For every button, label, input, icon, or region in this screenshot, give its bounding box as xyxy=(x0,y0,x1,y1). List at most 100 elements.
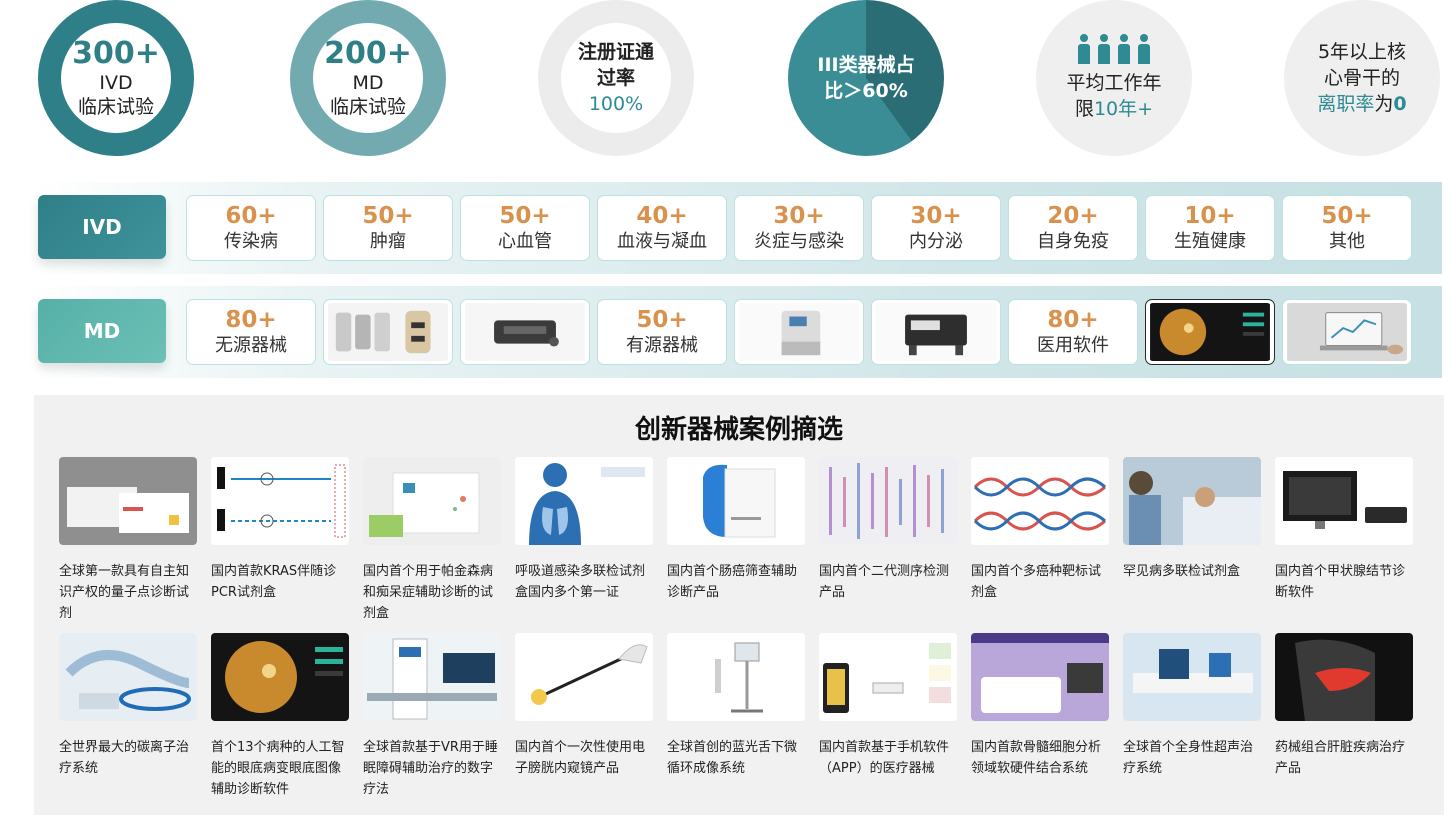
case-card: 国内首个二代测序检测产品 xyxy=(819,457,957,633)
stat-inner: 注册证通 过率 100% xyxy=(561,23,671,133)
stat-value: 离职率 xyxy=(1317,93,1375,115)
stat-value: 200+ xyxy=(324,36,412,71)
ivd-cell: 50+其他 xyxy=(1282,195,1412,261)
case-caption: 国内首个一次性使用电子膀胱内窥镜产品 xyxy=(515,740,646,776)
case-caption: 全世界最大的碳离子治疗系统 xyxy=(59,740,190,776)
md-cell: 80+无源器械 xyxy=(186,299,316,365)
case-grid: 全球第一款具有自主知识产权的量子点诊断试剂 国内首款KRAS伴随诊PCR试剂盒 … xyxy=(59,457,1419,809)
cell-count: 40+ xyxy=(636,202,688,229)
case-card: 国内首款骨髓细胞分析领域软硬件结合系统 xyxy=(971,633,1109,809)
stat-label: 限 xyxy=(1074,98,1094,120)
endoscope-image xyxy=(515,633,653,721)
stat-label: 比＞60% xyxy=(824,80,908,102)
ion-therapy-image xyxy=(59,633,197,721)
stat-turnover: 5年以上核 心骨干的 离职率为0 xyxy=(1284,0,1440,156)
ivd-cell: 20+自身免疫 xyxy=(1008,195,1138,261)
cell-count: 30+ xyxy=(773,202,825,229)
spine-implant-image xyxy=(328,303,448,361)
retina-software-image xyxy=(1150,303,1270,361)
case-card: 国内首款KRAS伴随诊PCR试剂盒 xyxy=(211,457,349,633)
cell-count: 50+ xyxy=(636,306,688,333)
kit-box-image xyxy=(363,457,501,545)
case-card: 全世界最大的碳离子治疗系统 xyxy=(59,633,197,809)
pcr-diagram-image xyxy=(211,457,349,545)
case-caption: 呼吸道感染多联检试剂盒国内多个第一证 xyxy=(515,564,646,600)
stat-label-line: 离职率为0 xyxy=(1317,91,1406,117)
medical-machine-image xyxy=(739,303,859,361)
stat-value: 0 xyxy=(1393,93,1407,115)
md-band: MD 80+无源器械 50+有源器械 xyxy=(30,286,1442,378)
case-caption: 国内首个甲状腺结节诊断软件 xyxy=(1275,564,1406,600)
stat-label: 注册证通 xyxy=(577,41,654,63)
cell-label: 血液与凝血 xyxy=(617,230,707,252)
ivd-cell: 30+内分泌 xyxy=(871,195,1001,261)
case-card: 药械组合肝脏疾病治疗产品 xyxy=(1275,633,1413,809)
case-card: 国内首个一次性使用电子膀胱内窥镜产品 xyxy=(515,633,653,809)
ivd-cell: 30+炎症与感染 xyxy=(734,195,864,261)
cell-label: 其他 xyxy=(1329,230,1365,252)
cell-label: 传染病 xyxy=(224,230,278,252)
people-icon xyxy=(1077,34,1151,64)
md-cell-image xyxy=(1282,299,1412,365)
md-cell: 80+医用软件 xyxy=(1008,299,1138,365)
cell-label: 无源器械 xyxy=(215,334,287,356)
liver-image xyxy=(1275,633,1413,721)
case-caption: 国内首款骨髓细胞分析领域软硬件结合系统 xyxy=(971,740,1102,776)
fundus-image xyxy=(211,633,349,721)
case-card: 全球首创的蓝光舌下微循环成像系统 xyxy=(667,633,805,809)
stat-class3-share: III类器械占 比＞60% xyxy=(788,0,944,156)
stat-ivd-trials: 300+ IVD 临床试验 xyxy=(38,0,194,156)
cell-label: 医用软件 xyxy=(1037,334,1109,356)
ivd-cell: 40+血液与凝血 xyxy=(597,195,727,261)
case-card: 国内首个肠癌筛查辅助诊断产品 xyxy=(667,457,805,633)
case-caption: 国内首个肠癌筛查辅助诊断产品 xyxy=(667,564,798,600)
stat-label: 过率 xyxy=(596,67,635,89)
case-card: 首个13个病种的人工智能的眼底病变眼底图像辅助诊断软件 xyxy=(211,633,349,809)
monitor-image xyxy=(1275,457,1413,545)
stat-work-years: 平均工作年 限10年+ xyxy=(1036,0,1192,156)
case-caption: 国内首款基于手机软件（APP）的医疗器械 xyxy=(819,740,950,776)
cell-label: 生殖健康 xyxy=(1174,230,1246,252)
case-caption: 罕见病多联检试剂盒 xyxy=(1123,564,1241,579)
stat-inner: 300+ IVD 临床试验 xyxy=(61,23,171,133)
ivd-cell: 50+心血管 xyxy=(460,195,590,261)
stat-value: 10年+ xyxy=(1093,98,1154,120)
stats-row: 300+ IVD 临床试验 200+ MD 临床试验 注册证通 过率 100% … xyxy=(0,0,1448,165)
ivd-cells: 60+传染病 50+肿瘤 50+心血管 40+血液与凝血 30+炎症与感染 30… xyxy=(186,195,1412,261)
vr-station-image xyxy=(363,633,501,721)
case-card: 全球第一款具有自主知识产权的量子点诊断试剂 xyxy=(59,457,197,633)
ivd-cell: 50+肿瘤 xyxy=(323,195,453,261)
cell-label: 心血管 xyxy=(498,230,552,252)
stat-label-line: 限10年+ xyxy=(1075,96,1153,122)
stat-approval-rate: 注册证通 过率 100% xyxy=(538,0,694,156)
dna-helix-image xyxy=(971,457,1109,545)
case-card: 罕见病多联检试剂盒 xyxy=(1123,457,1261,633)
patient-bed-image xyxy=(1123,457,1261,545)
cell-count: 50+ xyxy=(499,202,551,229)
reagent-box-image xyxy=(59,457,197,545)
case-caption: 首个13个病种的人工智能的眼底病变眼底图像辅助诊断软件 xyxy=(211,740,345,797)
ivd-cell: 60+传染病 xyxy=(186,195,316,261)
case-card: 国内首个多癌种靶标试剂盒 xyxy=(971,457,1109,633)
case-card: 国内首款基于手机软件（APP）的医疗器械 xyxy=(819,633,957,809)
case-caption: 药械组合肝脏疾病治疗产品 xyxy=(1275,740,1406,776)
ultrasound-room-image xyxy=(1123,633,1261,721)
ivd-cell: 10+生殖健康 xyxy=(1145,195,1275,261)
case-caption: 全球首创的蓝光舌下微循环成像系统 xyxy=(667,740,798,776)
sequencing-image xyxy=(819,457,957,545)
ivd-tag: IVD xyxy=(38,195,166,259)
cell-count: 80+ xyxy=(1047,306,1099,333)
cell-label: 炎症与感染 xyxy=(754,230,844,252)
case-card: 呼吸道感染多联检试剂盒国内多个第一证 xyxy=(515,457,653,633)
stat-inner: 200+ MD 临床试验 xyxy=(313,23,423,133)
stat-label: 临床试验 xyxy=(329,96,406,118)
md-cell: 50+有源器械 xyxy=(597,299,727,365)
phone-app-image xyxy=(819,633,957,721)
cell-label: 内分泌 xyxy=(909,230,963,252)
md-cell-image xyxy=(871,299,1001,365)
case-caption: 全球首款基于VR用于睡眠障碍辅助治疗的数字疗法 xyxy=(363,740,498,797)
md-cell-image xyxy=(460,299,590,365)
laptop-software-image xyxy=(1287,303,1407,361)
stat-label: IVD xyxy=(99,72,133,94)
case-card: 国内首个用于帕金森病和痴呆症辅助诊断的试剂盒 xyxy=(363,457,501,633)
